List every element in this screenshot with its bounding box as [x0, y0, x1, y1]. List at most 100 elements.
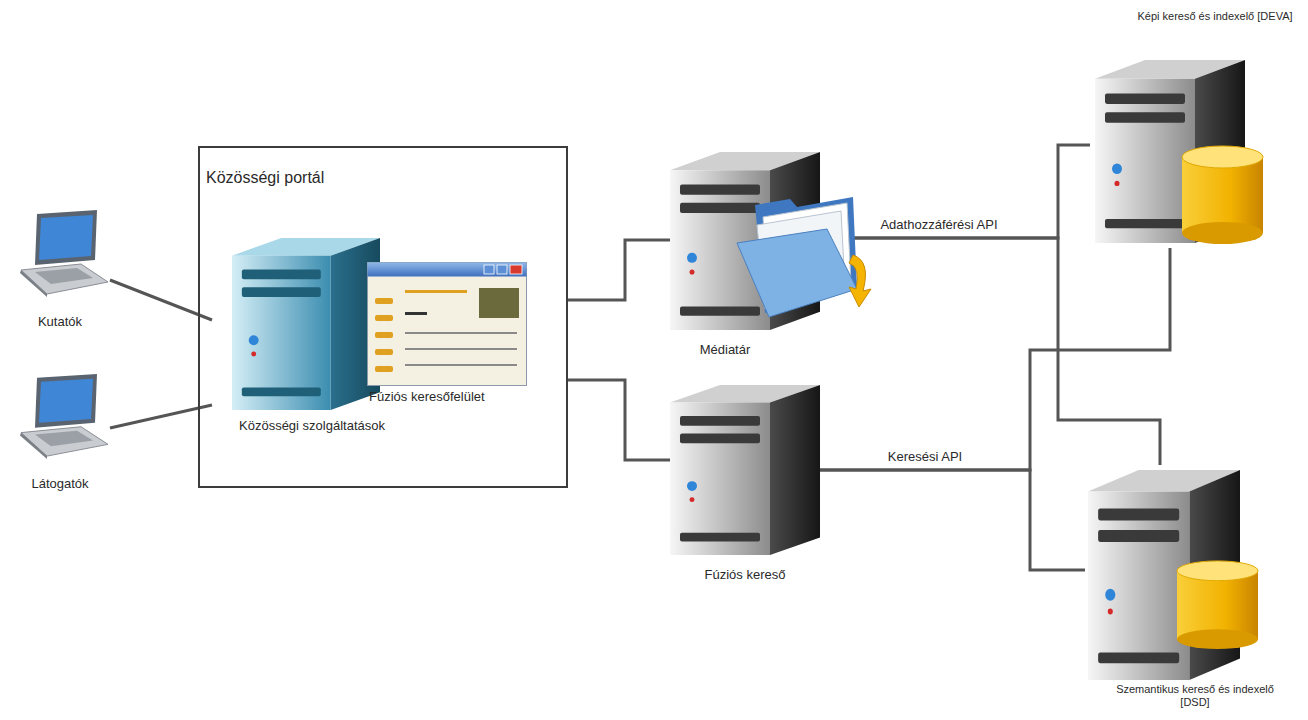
illustration-part [670, 385, 820, 555]
illustration-part [39, 379, 93, 423]
user-laptop: Kutatók [10, 208, 110, 332]
illustration-part [405, 290, 467, 293]
illustration-part [232, 238, 380, 410]
user-laptop: Látogatók [10, 372, 110, 496]
illustration-part [375, 298, 393, 304]
illustration-part [484, 265, 494, 274]
illustration-part [849, 255, 871, 307]
illustration-part [1105, 93, 1185, 103]
illustration-part [770, 385, 820, 555]
connector-line [568, 380, 670, 460]
search-window: Fúziós keresőfelület [365, 262, 530, 407]
illustration-part [497, 265, 507, 274]
node-illustration [15, 372, 110, 460]
illustration-part [405, 364, 517, 366]
illustration-part [1098, 508, 1179, 520]
illustration-part [35, 431, 93, 447]
illustration-part [20, 433, 47, 459]
illustration-part [35, 374, 97, 428]
illustration-part [680, 533, 760, 542]
illustration-part [15, 372, 110, 460]
illustration-part [680, 307, 760, 316]
illustration-part [249, 335, 259, 345]
api-label: Adathozzáférési API [877, 217, 1000, 232]
connector-line [110, 280, 212, 320]
illustration-part [1105, 219, 1185, 228]
node-illustration [15, 208, 110, 298]
illustration-part [1088, 492, 1189, 680]
illustration-part [690, 269, 695, 274]
illustration-part [1177, 561, 1258, 581]
node-label: Közösségi szolgáltatások [212, 418, 412, 434]
illustration-part [687, 253, 697, 263]
illustration-part [375, 349, 393, 355]
node-label: Fúziós keresőfelület [369, 389, 530, 405]
illustration-part [680, 434, 760, 444]
node-illustration [367, 262, 527, 386]
server-node: Képi kereső és indexelő [DEVA] [1090, 8, 1300, 248]
illustration-part [687, 481, 697, 491]
server-node: Fúziós kereső [670, 385, 820, 585]
illustration-part [1098, 530, 1179, 542]
node-label: Fúziós kereső [670, 567, 820, 583]
node-label: Médiatár [670, 342, 780, 358]
server-node: Médiatár [670, 152, 820, 364]
illustration-part [232, 256, 331, 410]
illustration-part [670, 402, 770, 555]
illustration-part [21, 264, 108, 294]
illustration-part [737, 229, 857, 317]
illustration-part [1095, 79, 1195, 243]
illustration-part [680, 416, 760, 426]
illustration-part [680, 203, 760, 213]
illustration-part [20, 270, 47, 297]
illustration-part [39, 215, 93, 260]
illustration-part [1105, 589, 1115, 601]
illustration-part [35, 268, 93, 284]
illustration-part [510, 265, 522, 274]
node-label: Képi kereső és indexelő [DEVA] [1135, 10, 1295, 23]
illustration-part [1177, 629, 1258, 649]
node-label: Szemantikus kereső és indexelő [DSD] [1105, 683, 1285, 709]
illustration-part [242, 269, 321, 279]
node-label: Kutatók [10, 314, 110, 330]
illustration-part [1105, 112, 1185, 122]
node-illustration [232, 238, 380, 410]
node-illustration [735, 195, 880, 320]
illustration-part [405, 332, 517, 334]
illustration-part [1180, 145, 1265, 245]
group-title: Közösségi portál [206, 168, 506, 187]
illustration-part [1112, 164, 1122, 174]
connector-line [110, 405, 212, 428]
illustration-part [1108, 609, 1113, 615]
illustration-part [1175, 560, 1260, 650]
illustration-part [1182, 222, 1263, 244]
illustration-part [375, 332, 393, 338]
illustration-part [1098, 652, 1179, 663]
illustration-part [405, 348, 517, 350]
illustration-part [375, 366, 393, 372]
connector-line [568, 240, 670, 300]
illustration-part [405, 312, 427, 315]
illustration-part [21, 427, 108, 456]
connector-line [820, 470, 1085, 570]
connector-line [820, 145, 1090, 238]
node-illustration [1180, 145, 1265, 245]
illustration-part [367, 262, 527, 386]
portal-frame: Közösségi portálKözösségi szolgáltatások… [198, 146, 568, 488]
server-node: Szemantikus kereső és indexelő [DSD] [1085, 465, 1305, 715]
illustration-part [368, 263, 527, 386]
illustration-part [35, 210, 97, 265]
illustration-part [375, 315, 393, 321]
illustration-part [368, 263, 527, 277]
illustration-part [680, 185, 760, 195]
node-illustration [670, 385, 820, 555]
illustration-part [690, 497, 695, 502]
illustration-part [735, 195, 880, 320]
node-label: Látogatók [10, 476, 110, 492]
illustration-part [242, 287, 321, 297]
api-label: Keresési API [885, 449, 965, 464]
connector-line [820, 248, 1170, 470]
illustration-part [15, 208, 110, 298]
illustration-part [479, 288, 519, 318]
